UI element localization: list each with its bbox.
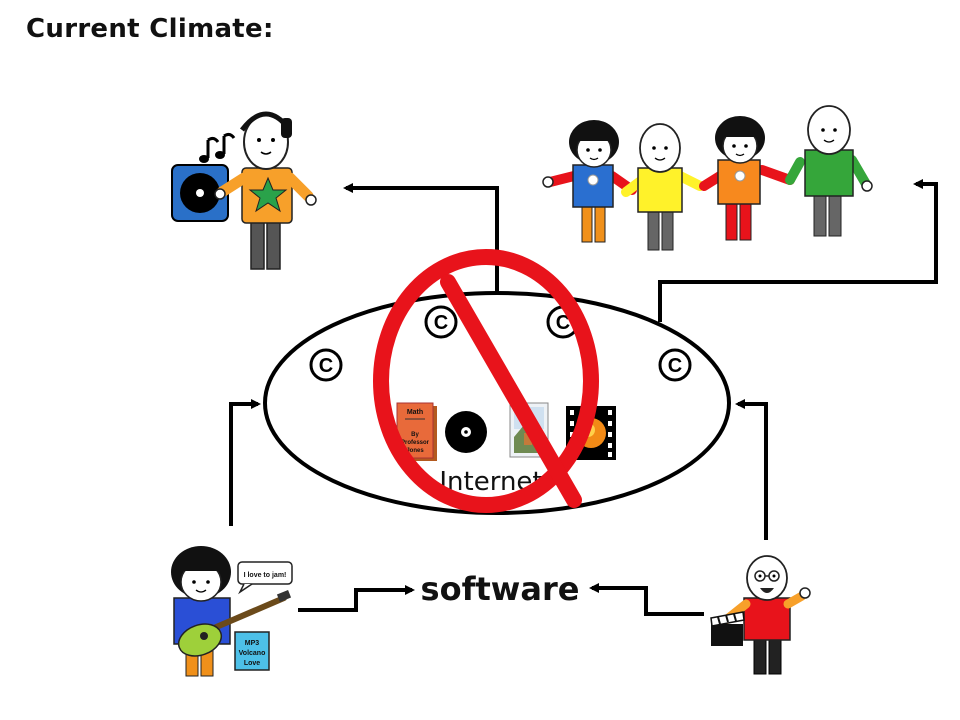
copyright-icon: C [658, 348, 692, 382]
musician-person-icon: I love to jam! MP3 Volcano Love [171, 546, 293, 677]
listener-person-icon [171, 111, 317, 270]
book-icon: Math By Professor Jones [396, 402, 437, 461]
svg-text:MP3: MP3 [245, 640, 260, 647]
clapperboard-icon [710, 611, 745, 646]
arrow-musician-to-software [298, 585, 415, 612]
copyright-icon: C [546, 305, 580, 339]
speech-bubble: I love to jam! [237, 561, 293, 595]
svg-text:C: C [556, 312, 570, 334]
arrow-filmmaker-to-internet [735, 399, 768, 540]
svg-text:Professor: Professor [401, 440, 430, 446]
mp3-card: MP3 Volcano Love [234, 631, 270, 671]
arrow-internet-to-group [658, 179, 938, 322]
software-label: software [421, 570, 580, 608]
copyright-icons: C C C C [309, 305, 692, 382]
svg-text:Math: Math [407, 409, 423, 416]
person-girl-orange [715, 116, 765, 241]
svg-text:Volcano: Volcano [239, 650, 266, 657]
svg-text:Jones: Jones [406, 448, 424, 454]
svg-text:Love: Love [244, 660, 260, 667]
svg-text:I love to jam!: I love to jam! [244, 572, 287, 579]
record-player-icon [171, 164, 229, 222]
filmmaker-person-icon [710, 555, 811, 675]
vinyl-record-icon [445, 411, 487, 453]
guitar-icon [177, 590, 292, 657]
svg-text:By: By [411, 432, 419, 438]
music-notes-icon [199, 132, 236, 163]
arrow-filmmaker-to-software [589, 583, 704, 616]
person-bald-green [804, 105, 854, 237]
svg-text:C: C [434, 312, 448, 334]
page-title: Current Climate: [26, 14, 274, 44]
svg-text:C: C [319, 355, 333, 377]
prohibition-icon [373, 249, 599, 513]
person-bald-yellow [637, 123, 683, 251]
person-girl-blue [569, 120, 619, 243]
copyright-icon: C [424, 305, 458, 339]
copyright-icon: C [309, 348, 343, 382]
svg-text:C: C [668, 355, 682, 377]
group-of-people-icon [542, 105, 873, 251]
arrow-musician-to-internet [229, 399, 261, 526]
